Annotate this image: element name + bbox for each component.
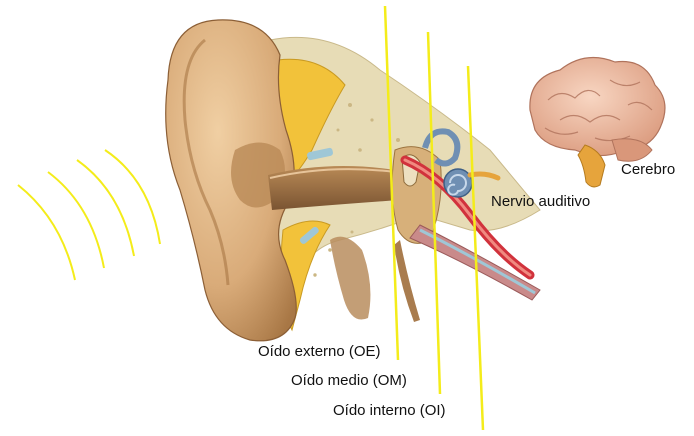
nerve-bundle-highlight: [403, 158, 532, 277]
inner-ear: [422, 128, 501, 198]
ear-canal-lining: [269, 168, 396, 179]
auricle: [165, 19, 297, 342]
divider-middle-inner: [426, 31, 442, 395]
divider-outer-middle: [383, 5, 400, 361]
region-dividers: [383, 5, 485, 431]
eustachian-tube-lumen: [419, 228, 536, 295]
sound-wave: [104, 149, 161, 245]
cartilage-lower: [299, 226, 319, 244]
outer-ear-label: Oído externo (OE): [258, 343, 381, 360]
brain-cerebrum: [529, 56, 666, 157]
brain-gyri: [544, 79, 653, 142]
cochlea-spiral: [447, 174, 467, 196]
semicircular-canals: [422, 128, 461, 167]
middle-ear-label: Oído medio (OM): [291, 372, 407, 389]
brain-label: Cerebro: [621, 161, 676, 178]
inner-ear-label: Oído interno (OI): [333, 402, 446, 419]
styloid: [394, 240, 420, 322]
ear-canal: [268, 166, 400, 210]
sound-waves: [17, 149, 161, 281]
divider-inner-nerve: [466, 65, 485, 431]
brain-illustration: [529, 56, 666, 188]
auricle-helix-fold: [182, 38, 230, 286]
brain-cerebellum: [611, 138, 653, 162]
auditory-nerve-label: Nervio auditivo: [491, 193, 591, 210]
sound-wave: [76, 159, 135, 257]
mastoid: [330, 236, 371, 320]
cartilage-upper: [307, 147, 333, 161]
brain-stem: [577, 144, 606, 188]
sound-wave: [17, 184, 76, 281]
sound-wave: [47, 171, 105, 269]
ear-illustration: [165, 19, 541, 342]
